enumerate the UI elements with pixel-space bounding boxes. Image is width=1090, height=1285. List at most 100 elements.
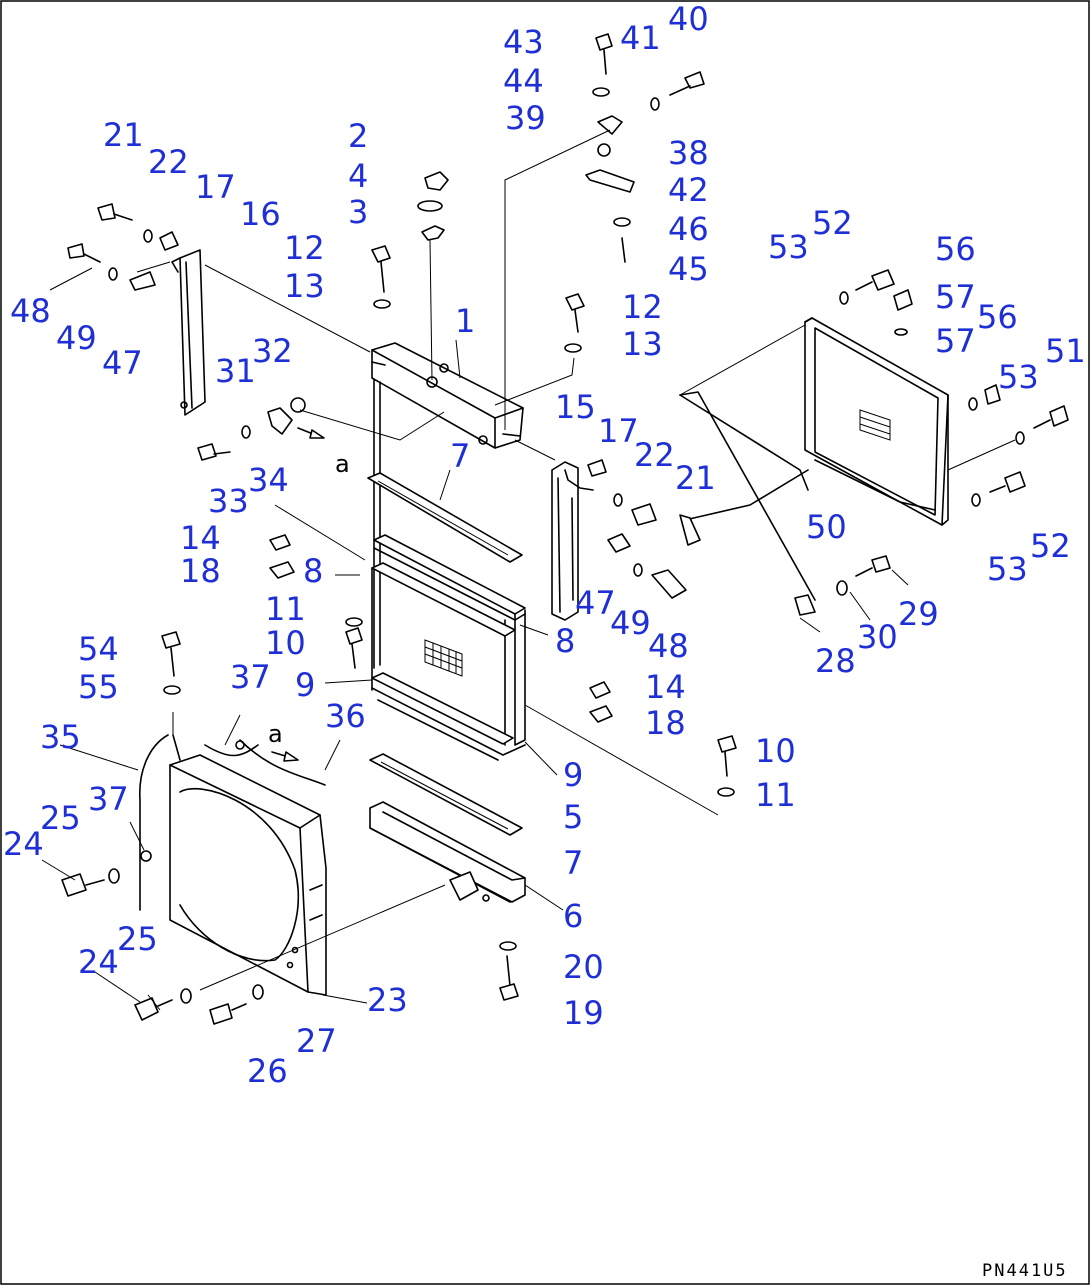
callout-39: 39 bbox=[505, 99, 546, 137]
callout-8-right: 8 bbox=[555, 622, 575, 660]
callout-53-right: 53 bbox=[998, 358, 1039, 396]
callout-7-upper: 7 bbox=[450, 437, 470, 475]
ref-arrows bbox=[271, 427, 325, 762]
callout-10-left: 10 bbox=[265, 624, 306, 662]
callout-47-right: 47 bbox=[575, 584, 616, 622]
callout-11-left: 11 bbox=[265, 590, 306, 628]
bottom-tank-part bbox=[369, 801, 526, 903]
callout-25-lower: 25 bbox=[117, 920, 158, 958]
callout-56-top: 56 bbox=[935, 230, 976, 268]
ref-mark-upper: a bbox=[335, 450, 350, 478]
callout-13-right: 13 bbox=[622, 325, 663, 363]
callout-24-lower: 24 bbox=[78, 943, 119, 981]
callout-53-bottom: 53 bbox=[987, 550, 1028, 588]
hardware-parts bbox=[61, 33, 1069, 1025]
callout-7-lower: 7 bbox=[563, 844, 583, 882]
callout-47-left: 47 bbox=[102, 344, 143, 382]
callout-48-right: 48 bbox=[648, 627, 689, 665]
ref-mark-lower: a bbox=[268, 720, 283, 748]
callout-53-top: 53 bbox=[768, 228, 809, 266]
callout-33: 33 bbox=[208, 482, 249, 520]
callout-17-left: 17 bbox=[195, 168, 236, 206]
drawing-code: PN441U5 bbox=[982, 1261, 1068, 1281]
core-grille bbox=[424, 639, 463, 677]
callout-18-right: 18 bbox=[645, 704, 686, 742]
callout-50: 50 bbox=[806, 508, 847, 546]
hose-part bbox=[204, 739, 326, 786]
callout-12-left: 12 bbox=[284, 229, 325, 267]
callout-31: 31 bbox=[215, 352, 256, 390]
callout-32: 32 bbox=[252, 332, 293, 370]
callout-37-lower: 37 bbox=[88, 780, 129, 818]
callout-14-left: 14 bbox=[180, 519, 221, 557]
callout-22-right: 22 bbox=[634, 436, 675, 474]
callout-52-bottom: 52 bbox=[1030, 527, 1071, 565]
callout-57-top: 57 bbox=[935, 278, 976, 316]
callout-34: 34 bbox=[248, 461, 289, 499]
top-tank-part bbox=[371, 342, 524, 449]
callout-49-right: 49 bbox=[610, 604, 651, 642]
seal-strip-parts bbox=[367, 472, 523, 836]
callout-48-left: 48 bbox=[10, 292, 51, 330]
cap-parts bbox=[417, 171, 449, 241]
callout-20: 20 bbox=[563, 948, 604, 986]
callout-labels: 1 2 4 3 12 13 12 13 43 44 39 41 40 38 42… bbox=[3, 0, 1086, 1090]
callout-13-left: 13 bbox=[284, 267, 325, 305]
callout-35: 35 bbox=[40, 718, 81, 756]
callout-8-left: 8 bbox=[303, 552, 323, 590]
callout-12-right: 12 bbox=[622, 288, 663, 326]
callout-28: 28 bbox=[815, 642, 856, 680]
callout-27: 27 bbox=[296, 1022, 337, 1060]
callout-18-left: 18 bbox=[180, 552, 221, 590]
fan-shroud-part bbox=[169, 754, 327, 996]
radiator-core-part bbox=[371, 379, 526, 761]
callout-40: 40 bbox=[668, 0, 709, 38]
callout-44: 44 bbox=[503, 62, 544, 100]
callout-1: 1 bbox=[455, 302, 475, 340]
callout-26: 26 bbox=[247, 1052, 288, 1090]
callout-23: 23 bbox=[367, 981, 408, 1019]
callout-41: 41 bbox=[620, 19, 661, 57]
callout-24-upper: 24 bbox=[3, 825, 44, 863]
callout-2: 2 bbox=[348, 117, 368, 155]
callout-21-left: 21 bbox=[103, 116, 144, 154]
callout-9-right: 9 bbox=[563, 756, 583, 794]
brace-part bbox=[679, 391, 816, 616]
callout-46: 46 bbox=[668, 210, 709, 248]
callout-5: 5 bbox=[563, 798, 583, 836]
callout-38: 38 bbox=[668, 134, 709, 172]
callout-42: 42 bbox=[668, 171, 709, 209]
callout-17-right: 17 bbox=[598, 412, 639, 450]
callout-45: 45 bbox=[668, 250, 709, 288]
callout-49-left: 49 bbox=[56, 319, 97, 357]
callout-29: 29 bbox=[898, 595, 939, 633]
callout-54: 54 bbox=[78, 630, 119, 668]
callout-43: 43 bbox=[503, 23, 544, 61]
callout-55: 55 bbox=[78, 668, 119, 706]
callout-37-upper: 37 bbox=[230, 658, 271, 696]
stay-rod-part bbox=[139, 734, 181, 911]
callout-52-top: 52 bbox=[812, 204, 853, 242]
callout-14-right: 14 bbox=[645, 668, 686, 706]
callout-6: 6 bbox=[563, 897, 583, 935]
part-drawings bbox=[61, 33, 1069, 1025]
callout-51: 51 bbox=[1045, 332, 1086, 370]
right-bracket-part bbox=[551, 461, 594, 621]
callout-56-mid: 56 bbox=[977, 298, 1018, 336]
callout-25-upper: 25 bbox=[40, 799, 81, 837]
callout-9-left: 9 bbox=[295, 666, 315, 704]
callout-22-left: 22 bbox=[148, 143, 189, 181]
callout-30: 30 bbox=[857, 618, 898, 656]
callout-11-right: 11 bbox=[755, 776, 796, 814]
callout-4: 4 bbox=[348, 157, 368, 195]
callout-15: 15 bbox=[555, 388, 596, 426]
leader-lines bbox=[41, 129, 1016, 1011]
left-bracket-part bbox=[171, 249, 206, 416]
callout-36: 36 bbox=[325, 697, 366, 735]
callout-21-right: 21 bbox=[675, 459, 716, 497]
callout-57-mid: 57 bbox=[935, 322, 976, 360]
callout-3: 3 bbox=[348, 193, 368, 231]
callout-10-right: 10 bbox=[755, 732, 796, 770]
